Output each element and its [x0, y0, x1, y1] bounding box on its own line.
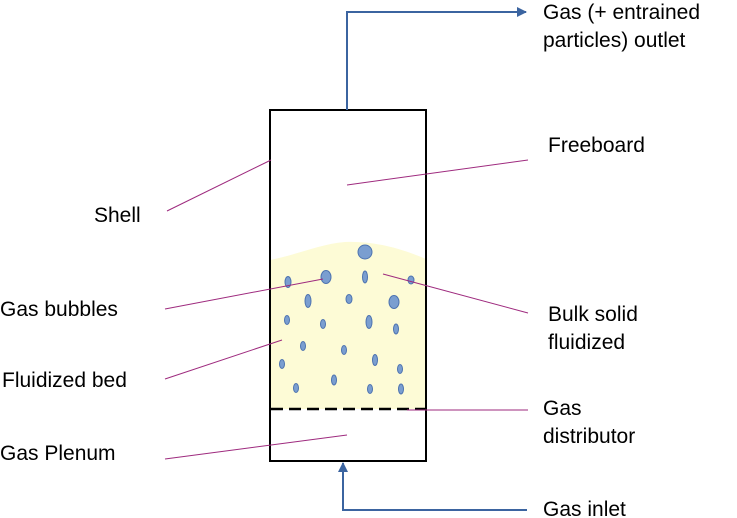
gas-bubble [393, 323, 399, 335]
label-freeboard: Freeboard [548, 134, 645, 157]
gas-bubble [388, 295, 400, 309]
label-bulk-solid-line2: fluidized [548, 331, 625, 354]
gas-bubble [397, 364, 403, 374]
label-distributor-line2: distributor [543, 425, 635, 448]
gas-bubble [407, 275, 415, 285]
gas-bubble [341, 345, 347, 355]
label-distributor-line1: Gas [543, 397, 582, 420]
gas-bubble [320, 319, 326, 329]
gas-bubble [279, 359, 285, 369]
gas-inlet-arrow [338, 462, 527, 511]
label-gas-bubbles: Gas bubbles [0, 298, 118, 321]
leader-line-gas-plenum [164, 434, 348, 460]
fluidized-bed-fill [270, 241, 426, 409]
label-fluidized-bed: Fluidized bed [2, 369, 127, 392]
label-gas-inlet: Gas inlet [543, 498, 626, 518]
gas-bubble [362, 270, 368, 284]
leader-line-fluidized-bed [164, 339, 283, 380]
label-outlet-line1: Gas (+ entrained [543, 1, 700, 24]
gas-bubble [331, 374, 337, 386]
gas-bubble [284, 315, 290, 325]
gas-bubble [293, 383, 299, 393]
leader-line-shell [166, 159, 272, 212]
gas-bubble [304, 294, 312, 308]
label-bulk-solid-line1: Bulk solid [548, 303, 638, 326]
gas-bubble [398, 383, 404, 395]
leader-line-bulk-solid [382, 273, 529, 314]
gas-bubble [357, 244, 373, 260]
gas-bubble [367, 384, 373, 394]
gas-bubble [345, 294, 353, 304]
gas-outlet-arrow [346, 7, 527, 110]
label-gas-plenum: Gas Plenum [0, 442, 116, 465]
gas-bubble [372, 354, 378, 366]
label-shell: Shell [94, 204, 141, 227]
leader-line-gas-bubbles [164, 278, 324, 310]
gas-bubbles-group [279, 244, 415, 395]
leader-line-freeboard [346, 159, 529, 186]
leader-lines-group [164, 159, 529, 460]
gas-bubble [320, 270, 332, 284]
gas-bubble [284, 276, 292, 288]
label-outlet-line2: particles) outlet [543, 29, 686, 52]
gas-bubble [365, 315, 373, 329]
gas-bubble [300, 341, 306, 351]
